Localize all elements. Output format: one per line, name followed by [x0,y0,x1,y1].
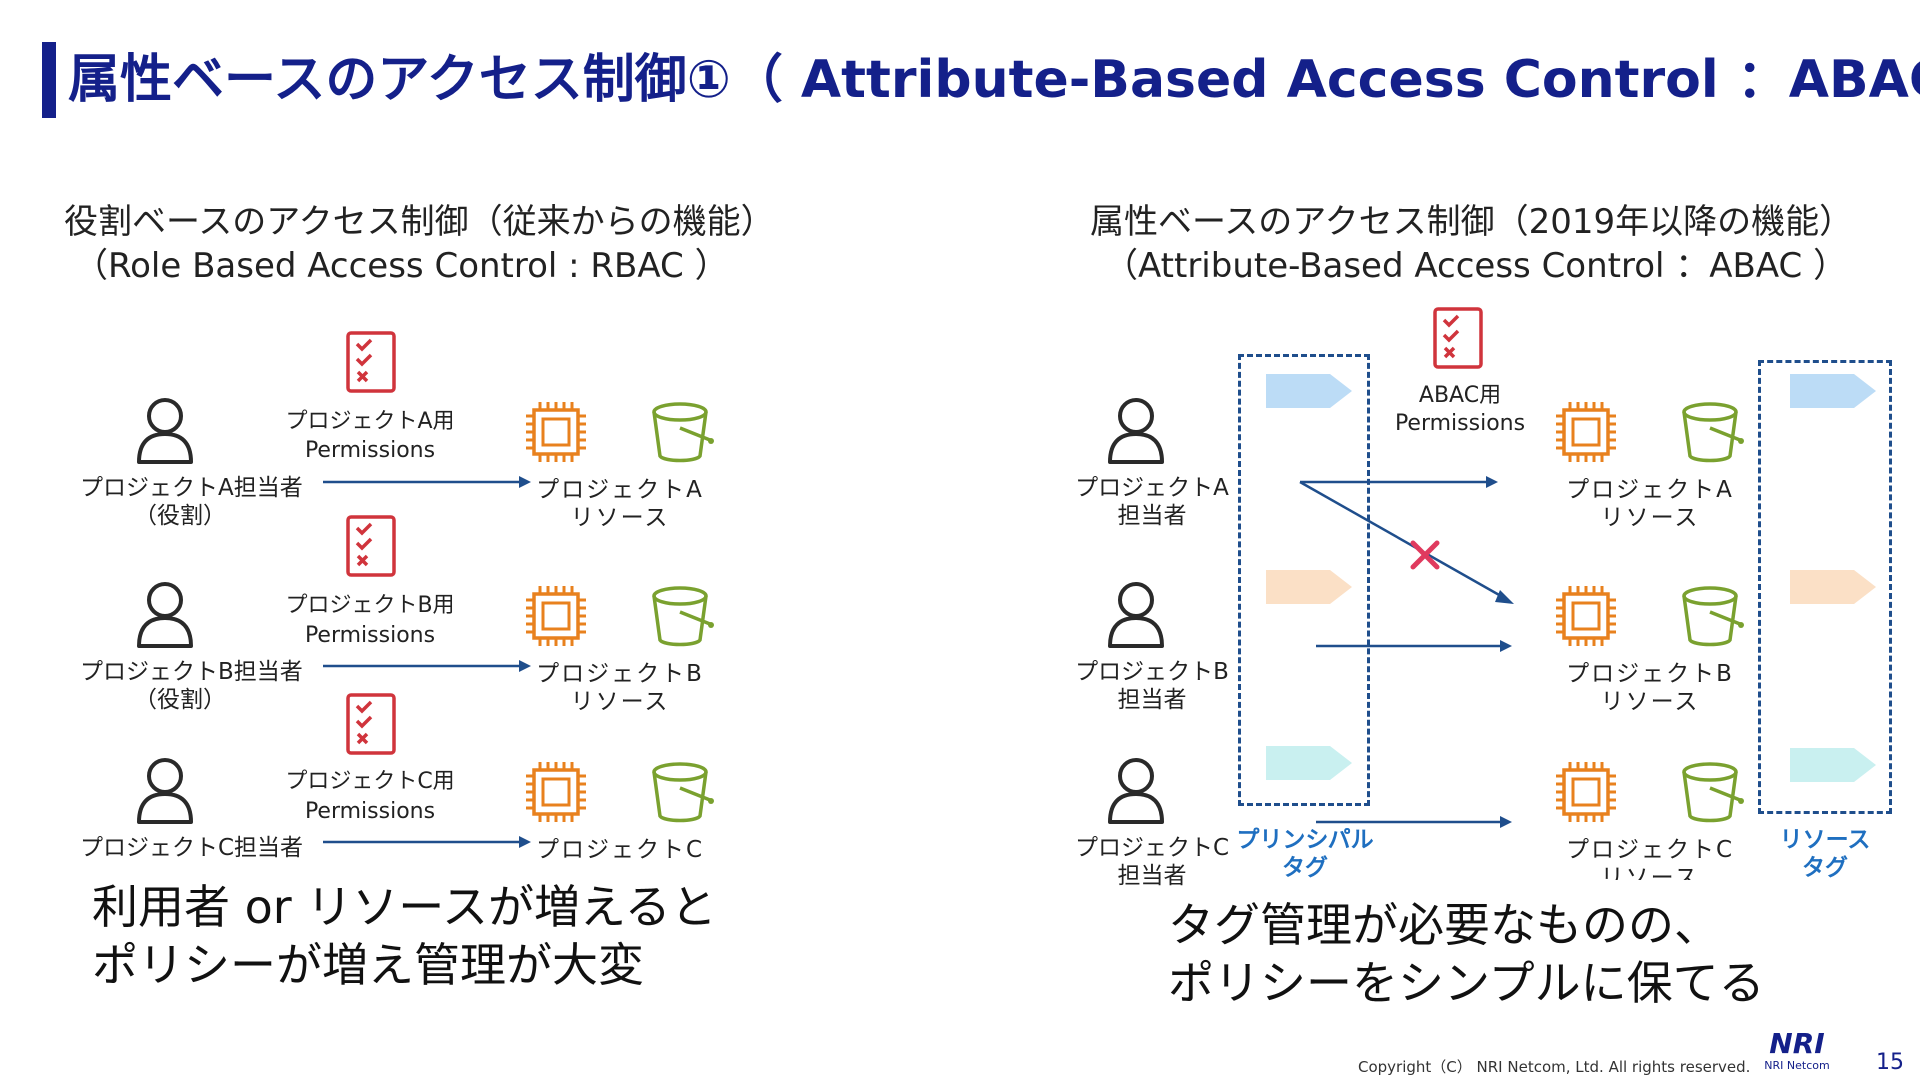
processor-chip-icon [524,400,588,464]
principal-tag-label-line1: プリンシパル [1236,827,1374,853]
arrowhead [1500,816,1512,828]
abac-res-c-line1: プロジェクトC [1565,837,1735,863]
logo-subtext: NRI Netcom [1764,1059,1830,1072]
resource-tag-box [1758,360,1892,814]
bucket-icon [1680,584,1746,648]
tag-arrow-icon [1266,374,1352,408]
processor-chip-icon [1554,584,1618,648]
rbac-perm-c-line1: プロジェクトC用 [285,769,455,794]
rbac-perm-c-line2: Permissions [304,799,436,824]
checklist-icon [345,514,397,578]
rbac-heading-line1: 役割ベースのアクセス制御（従来からの機能） [64,202,775,242]
title-accent-bar [42,42,56,118]
user-icon [1106,396,1166,466]
user-icon [135,396,195,466]
processor-chip-icon [524,760,588,824]
rbac-user-c-label: プロジェクトC担当者 [80,835,304,861]
abac-perm-line2: Permissions [1394,411,1526,436]
user-icon [1106,580,1166,650]
bucket-icon [650,760,716,824]
arrowhead [1486,476,1498,488]
page-number: 15 [1876,1050,1904,1075]
abac-heading-line2: （Attribute-Based Access Control ：ABAC ） [1104,246,1848,286]
rbac-summary-line1: 利用者 or リソースが増えると [92,880,717,934]
arrow-icon [323,836,531,848]
bucket-icon [1680,760,1746,824]
arrow-a-to-b [1299,480,1509,602]
tag-arrow-icon [1790,570,1876,604]
processor-chip-icon [1554,760,1618,824]
rbac-perm-a-line2: Permissions [304,438,436,463]
resource-tag-label-line1: リソース [1779,827,1871,853]
arrow-icon [323,476,531,488]
abac-user-b-line1: プロジェクトB [1075,659,1229,685]
user-icon [135,756,195,826]
processor-chip-icon [1554,400,1618,464]
bucket-icon [1680,400,1746,464]
checklist-icon [1432,306,1484,370]
arrowhead [1500,640,1512,652]
rbac-perm-b-line1: プロジェクトB用 [285,593,455,618]
abac-user-c-line1: プロジェクトC [1074,835,1230,861]
abac-res-c-line2: リソース [1600,865,1700,880]
principal-tag-box [1238,354,1370,806]
rbac-summary-line2: ポリシーが増え管理が大変 [92,938,644,992]
logo-mark: NRI [1769,1027,1825,1060]
abac-summary-line1: タグ管理が必要なものの、 [1168,898,1720,952]
abac-user-a-line2: 担当者 [1117,503,1187,529]
rbac-res-c-line1: プロジェクトC [535,837,705,863]
copyright-text: Copyright（C） NRI Netcom, Ltd. All rights… [1358,1058,1751,1076]
resource-tag-label-line2: タグ [1802,855,1848,881]
company-logo: NRI NRI Netcom [1762,1030,1832,1074]
abac-user-a-line1: プロジェクトA [1075,475,1229,501]
arrow-icon [323,660,531,672]
tag-arrow-icon [1266,570,1352,604]
processor-chip-icon [524,584,588,648]
abac-res-b-line1: プロジェクトB [1566,661,1734,687]
bucket-icon [650,400,716,464]
abac-res-b-line2: リソース [1600,689,1700,715]
rbac-user-b-label: プロジェクトB担当者 [80,659,303,685]
rbac-user-b-role: （役割） [134,687,226,713]
rbac-heading-line2: （Role Based Access Control : RBAC ） [74,246,729,286]
abac-summary-line2: ポリシーをシンプルに保てる [1168,956,1765,1010]
arrowhead [1495,590,1514,604]
checklist-icon [345,330,397,394]
rbac-user-a-label: プロジェクトA担当者 [80,475,303,501]
abac-heading-line1: 属性ベースのアクセス制御（2019年以降の機能） [1090,202,1854,242]
checklist-icon [345,692,397,756]
abac-arrows [1299,476,1514,828]
abac-res-a-line2: リソース [1600,505,1700,531]
principal-tag-label-line2: タグ [1282,855,1328,881]
user-icon [1106,756,1166,826]
rbac-user-a-role: （役割） [134,503,226,529]
rbac-res-b-line2: リソース [570,689,670,715]
tag-arrow-icon [1266,746,1352,780]
rbac-res-a-line2: リソース [570,505,670,531]
abac-user-c-line2: 担当者 [1117,863,1187,889]
rbac-res-a-line1: プロジェクトA [536,477,704,503]
abac-user-b-line2: 担当者 [1117,687,1187,713]
abac-perm-line1: ABAC用 [1418,383,1502,408]
tag-arrow-icon [1790,748,1876,782]
page-title: 属性ベースのアクセス制御①（ Attribute-Based Access Co… [68,50,1920,110]
rbac-perm-b-line2: Permissions [304,623,436,648]
rbac-res-b-line1: プロジェクトB [536,661,704,687]
rbac-perm-a-line1: プロジェクトA用 [285,409,455,434]
abac-res-a-line1: プロジェクトA [1566,477,1734,503]
tag-arrow-icon [1790,374,1876,408]
user-icon [135,580,195,650]
cross-mark-icon [1410,540,1440,570]
bucket-icon [650,584,716,648]
